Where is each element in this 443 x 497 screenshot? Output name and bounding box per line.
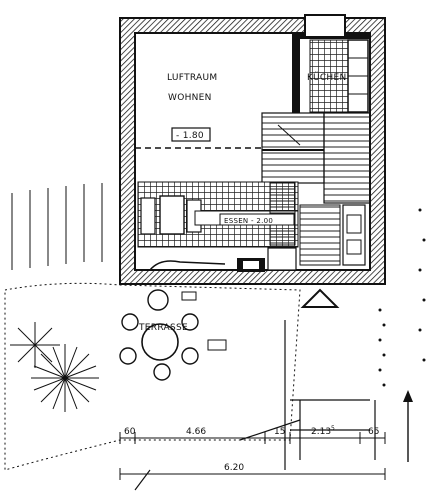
- dim-15: 15: [274, 427, 285, 437]
- tree-large: [31, 344, 99, 412]
- kitchen-area: [292, 14, 370, 113]
- dim-60: 60: [124, 427, 136, 437]
- dim-620: 6.20: [224, 463, 244, 473]
- fence: [11, 183, 103, 270]
- entry-steps: [239, 320, 376, 470]
- level-luftraum: - 1.80: [171, 127, 211, 142]
- label-luftraum: LUFTRAUM: [167, 73, 217, 83]
- label-terrasse: TERRASSE: [138, 323, 188, 333]
- outer-walls: [119, 17, 386, 285]
- label-kuechen: KÜCHEN: [307, 72, 347, 83]
- garden-planting: [378, 208, 426, 387]
- tree-small: [10, 322, 60, 368]
- fireplace: [149, 247, 297, 272]
- level-essen: ESSEN - 2.00: [219, 213, 295, 226]
- dim-65: 65: [368, 427, 379, 437]
- dimension-line: [119, 432, 386, 491]
- svg-text:- 1.80: - 1.80: [176, 131, 204, 141]
- dim-466: 4.66: [186, 427, 206, 437]
- entrance-marker: [300, 288, 340, 308]
- terrace: [4, 282, 301, 471]
- dim-213: 2.135: [311, 425, 335, 437]
- entry-stair: [299, 204, 366, 266]
- svg-text:ESSEN - 2.00: ESSEN - 2.00: [224, 217, 273, 225]
- staircase: [261, 112, 371, 204]
- north-arrow-icon: [403, 390, 413, 462]
- label-wohnen: WOHNEN: [168, 93, 212, 103]
